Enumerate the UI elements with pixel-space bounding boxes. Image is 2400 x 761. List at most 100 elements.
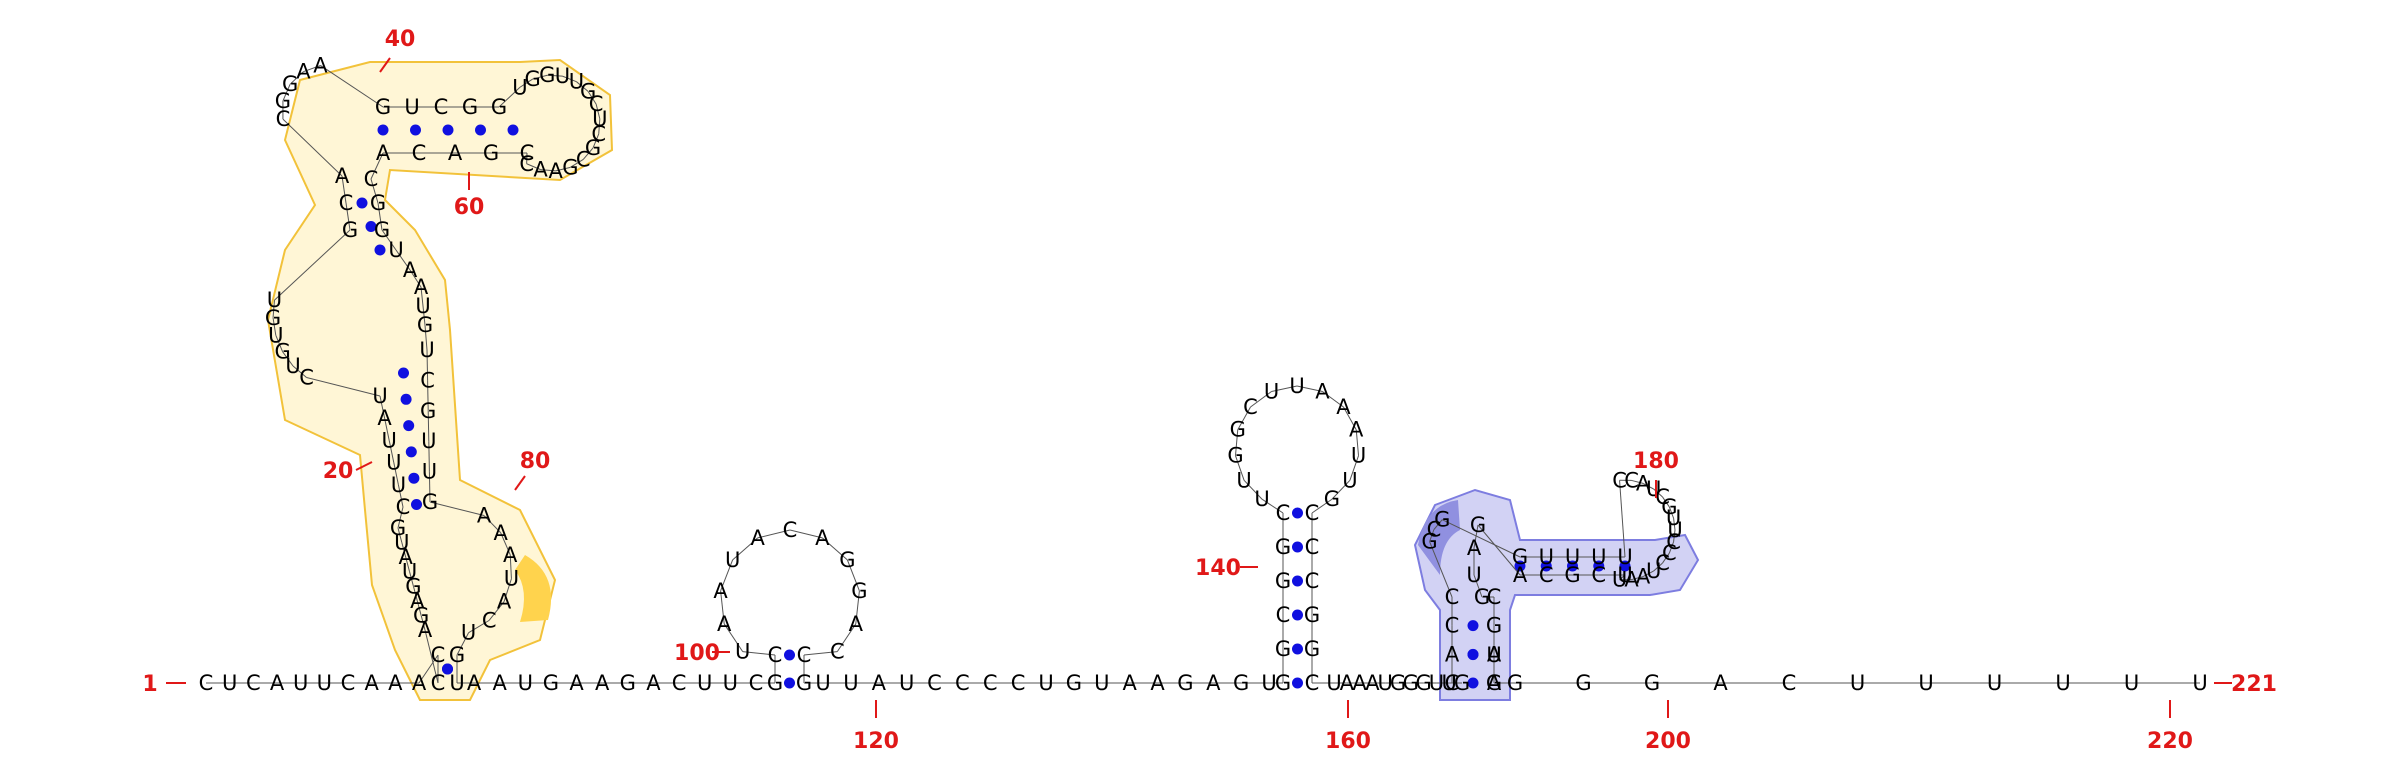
nucleotide: U: [449, 671, 464, 695]
nucleotide: U: [1289, 374, 1304, 398]
nucleotide: U: [461, 621, 476, 645]
nucleotide: U: [1466, 563, 1481, 587]
position-label-60: 60: [454, 195, 485, 220]
nucleotide: G: [1507, 671, 1523, 695]
nucleotide: A: [1487, 671, 1502, 695]
nucleotide: A: [377, 406, 392, 430]
nucleotide: C: [1305, 671, 1320, 695]
nucleotide: G: [1434, 508, 1450, 532]
nucleotide: U: [1351, 444, 1366, 468]
nucleotide: C: [830, 640, 845, 664]
position-label-1: 1: [142, 672, 157, 697]
nucleotide: A: [1445, 642, 1460, 666]
nucleotide: C: [339, 191, 354, 215]
nucleotide: A: [1713, 671, 1728, 695]
nucleotide: C: [1445, 585, 1460, 609]
position-label-80: 80: [520, 449, 551, 474]
nucleotide: U: [293, 671, 308, 695]
nucleotide: C: [1591, 563, 1606, 587]
nucleotide: C: [482, 608, 497, 632]
nucleotide: U: [1254, 487, 1269, 511]
nucleotide: G: [422, 490, 438, 514]
nucleotide: C: [797, 643, 812, 667]
nucleotide: U: [1264, 379, 1279, 403]
nucleotide: C: [364, 167, 379, 191]
nucleotide: A: [494, 521, 509, 545]
nucleotide: G: [1177, 671, 1193, 695]
nucleotide: C: [1445, 671, 1460, 695]
nucleotide: U: [222, 671, 237, 695]
nucleotide: A: [492, 671, 507, 695]
base-pair-dot: [1292, 508, 1303, 519]
position-label-180: 180: [1633, 449, 1679, 474]
nucleotide: U: [1342, 468, 1357, 492]
nucleotide: A: [533, 158, 548, 182]
nucleotide: G: [1304, 603, 1320, 627]
nucleotide: U: [421, 429, 436, 453]
nucleotide: C: [672, 671, 687, 695]
nucleotide: A: [296, 60, 311, 84]
nucleotide: G: [796, 671, 812, 695]
nucleotide: C: [927, 671, 942, 695]
nucleotide: C: [983, 671, 998, 695]
base-pair-dot: [475, 125, 486, 136]
nucleotide: G: [1575, 671, 1591, 695]
nucleotide: G: [1230, 418, 1246, 442]
nucleotide: G: [1275, 569, 1291, 593]
nucleotide: U: [419, 338, 434, 362]
nucleotide: C: [420, 368, 435, 392]
nucleotide: U: [2055, 671, 2070, 695]
nucleotide: G: [462, 95, 478, 119]
position-label-200: 200: [1645, 729, 1691, 754]
nucleotide: C: [1011, 671, 1026, 695]
position-label-40: 40: [385, 27, 416, 52]
nucleotide: U: [723, 671, 738, 695]
base-pair-dot: [1292, 678, 1303, 689]
nucleotide: G: [1324, 487, 1340, 511]
nucleotide: C: [431, 643, 446, 667]
nucleotide: A: [412, 671, 427, 695]
nucleotide: C: [246, 671, 261, 695]
base-pair-dot: [1292, 644, 1303, 655]
nucleotide: U: [372, 384, 387, 408]
nucleotide: G: [1233, 671, 1249, 695]
nucleotide: U: [1486, 643, 1501, 667]
nucleotide: C: [299, 365, 314, 389]
nucleotide: G: [370, 191, 386, 215]
nucleotide: G: [342, 218, 358, 242]
nucleotide: A: [1122, 671, 1137, 695]
nucleotide: C: [768, 643, 783, 667]
nucleotide: U: [843, 671, 858, 695]
nucleotide: G: [1486, 614, 1502, 638]
nucleotide: C: [1276, 603, 1291, 627]
nucleotide: A: [1467, 536, 1482, 560]
nucleotide: U: [697, 671, 712, 695]
position-label-160: 160: [1325, 729, 1371, 754]
base-pair-dot: [378, 125, 389, 136]
nucleotide: A: [849, 612, 864, 636]
nucleotide: U: [267, 288, 282, 312]
base-pair-dot: [408, 473, 419, 484]
position-label-120: 120: [853, 729, 899, 754]
nucleotide: U: [388, 238, 403, 262]
nucleotide: C: [199, 671, 214, 695]
nucleotide: U: [317, 671, 332, 695]
nucleotide: U: [404, 95, 419, 119]
nucleotide: G: [1304, 637, 1320, 661]
base-pair-dot: [410, 125, 421, 136]
nucleotide: C: [1305, 535, 1320, 559]
nucleotide: A: [364, 671, 379, 695]
nucleotide: G: [375, 95, 391, 119]
nucleotide: G: [483, 141, 499, 165]
base-pair-dot: [784, 678, 795, 689]
base-pair-dot: [1468, 620, 1479, 631]
nucleotide: A: [750, 526, 765, 550]
nucleotide: U: [382, 428, 397, 452]
nucleotide: A: [1315, 379, 1330, 403]
yellow-domain-highlight: [268, 60, 612, 700]
nucleotide: C: [520, 141, 535, 165]
nucleotide: G: [1564, 563, 1580, 587]
base-pair-dot: [1292, 610, 1303, 621]
nucleotide: A: [1206, 671, 1221, 695]
position-label-20: 20: [323, 459, 354, 484]
